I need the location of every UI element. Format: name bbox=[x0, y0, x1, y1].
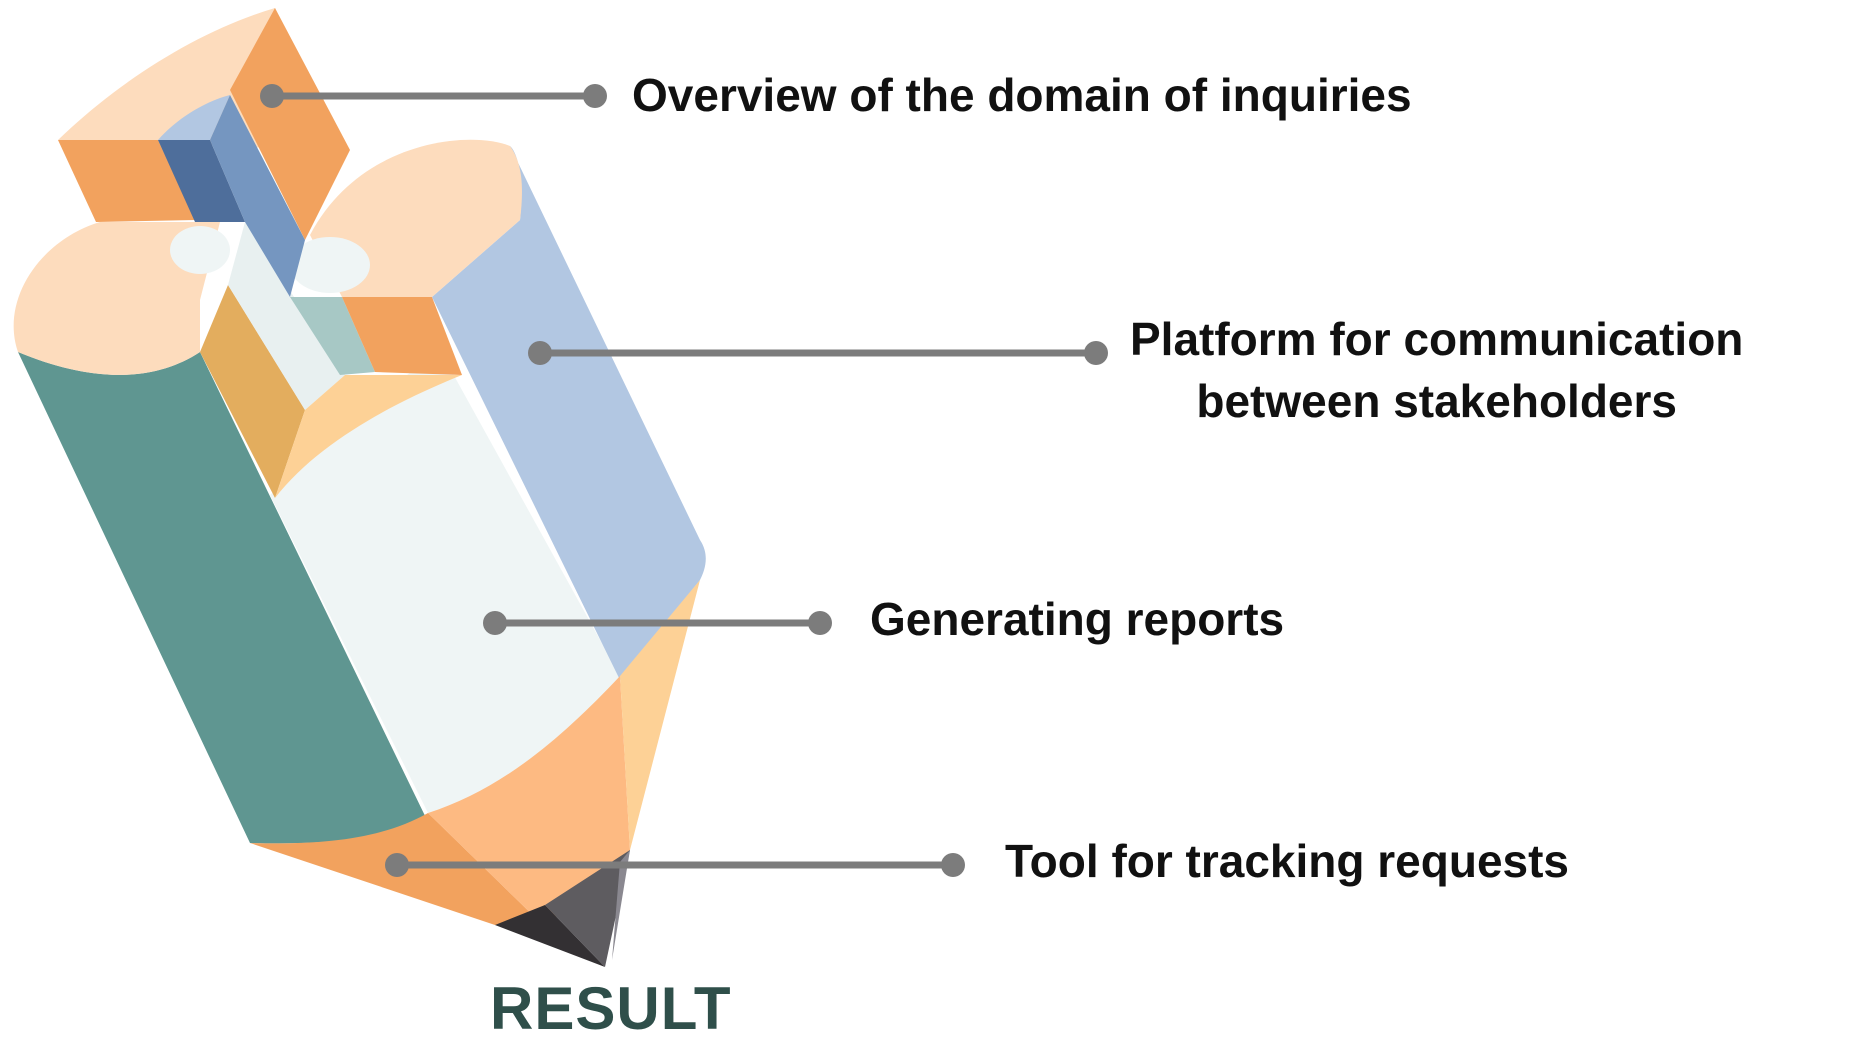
connector-reports-start-dot bbox=[483, 611, 507, 635]
flag-blue-mid bbox=[210, 95, 305, 297]
connector-tool-start-dot bbox=[385, 853, 409, 877]
result-label: RESULT bbox=[490, 975, 732, 1042]
callout-tool: Tool for tracking requests bbox=[1005, 835, 1570, 887]
pencil-white-face bbox=[270, 355, 620, 813]
tip-light bbox=[612, 850, 630, 960]
callout-platform-line2: between stakeholders bbox=[1196, 375, 1677, 427]
connector-overview-end-dot bbox=[583, 84, 607, 108]
callout-platform: Platform for communication between stake… bbox=[1130, 308, 1743, 432]
cap-inner-right bbox=[290, 237, 370, 293]
pencil-gold-face bbox=[200, 285, 305, 498]
callout-reports: Generating reports bbox=[870, 593, 1285, 645]
cap-inner-left bbox=[170, 226, 230, 274]
pencil-left-cap bbox=[13, 222, 221, 375]
pencil-slot-mint bbox=[290, 297, 375, 375]
tip-mid bbox=[545, 850, 630, 967]
pencil-blue-face bbox=[432, 146, 706, 680]
callout-platform-line1: Platform for communication bbox=[1130, 313, 1744, 365]
pencil-sand-band bbox=[275, 375, 462, 498]
flag-blue-top bbox=[158, 95, 230, 140]
connector-reports-end-dot bbox=[808, 611, 832, 635]
connector-overview-start-dot bbox=[260, 84, 284, 108]
connector-tool-end-dot bbox=[941, 853, 965, 877]
connector-platform-end-dot bbox=[1084, 341, 1108, 365]
pencil-slot-orange bbox=[342, 297, 462, 375]
tip-dark bbox=[495, 905, 605, 967]
cone-sand-right bbox=[620, 580, 700, 850]
flag-orange-right bbox=[230, 8, 350, 240]
pencil-slot-white bbox=[228, 222, 345, 410]
flag-blue-dark bbox=[158, 140, 245, 222]
connector-platform-start-dot bbox=[528, 341, 552, 365]
pencil-teal-column bbox=[18, 352, 428, 844]
callout-overview: Overview of the domain of inquiries bbox=[632, 69, 1412, 121]
flag-orange-left bbox=[58, 140, 195, 222]
